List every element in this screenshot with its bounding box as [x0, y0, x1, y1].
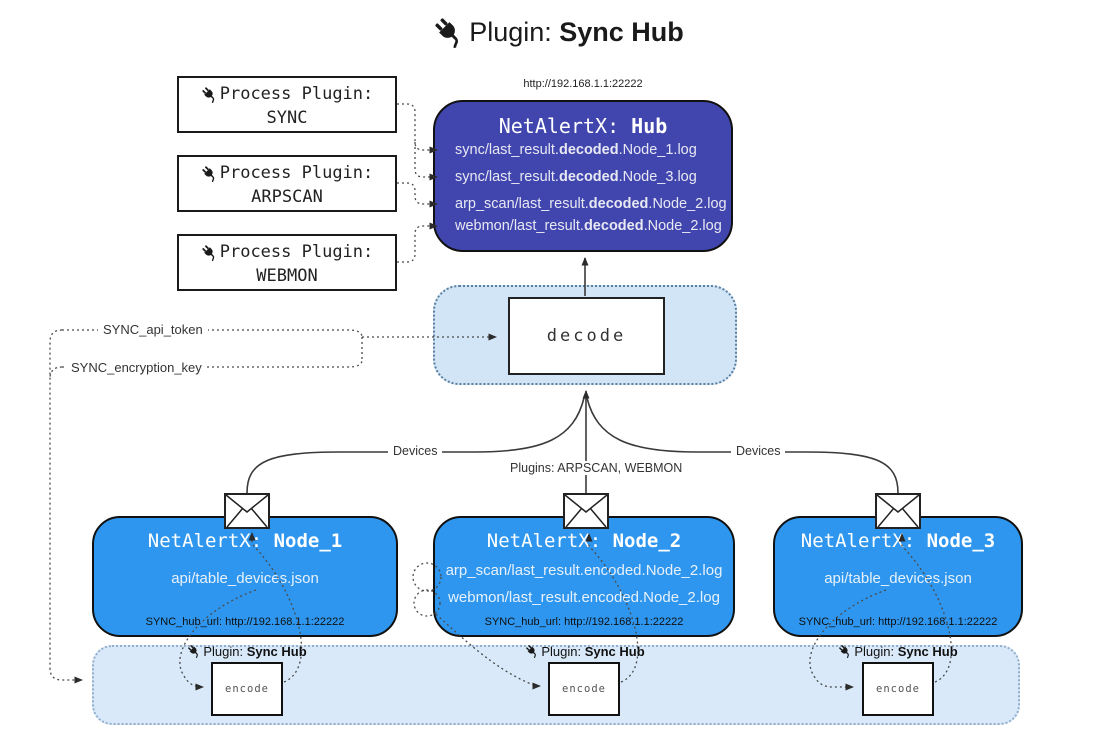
- hub-title: NetAlertX: Hub: [498, 114, 668, 138]
- node-title: NetAlertX: Node_3: [800, 530, 996, 552]
- plug-icon: [526, 645, 537, 659]
- encoder-plugin-label: Plugin: Sync Hub: [157, 644, 337, 659]
- node-title: NetAlertX: Node_2: [486, 530, 682, 552]
- process-plugin-label: Process Plugin:: [219, 84, 374, 104]
- process-plugin-name: WEBMON: [256, 266, 318, 286]
- encoder-plugin-label: Plugin: Sync Hub: [808, 644, 988, 659]
- sync-encryption-key-label: SYNC_encryption_key: [66, 360, 207, 375]
- netalertx-node3-box: NetAlertX: Node_3 api/table_devices.json…: [773, 516, 1023, 637]
- process-plugin-name: SYNC: [266, 108, 308, 128]
- plug-icon: [202, 86, 215, 103]
- devices-right-label: Devices: [731, 444, 786, 458]
- hub-log-line: sync/last_result.decoded.Node_1.log: [455, 142, 697, 158]
- node-file-line: api/table_devices.json: [824, 570, 972, 587]
- sync-hub-url-label: SYNC_hub_url: http://192.168.1.1:22222: [145, 616, 345, 628]
- title-text: Plugin:: [469, 17, 560, 47]
- plug-icon: [435, 18, 459, 49]
- netalertx-hub-box: NetAlertX: Hub sync/last_result.decoded.…: [433, 100, 733, 252]
- devices-left-label: Devices: [388, 444, 443, 458]
- process-plugin-label: Process Plugin:: [219, 163, 374, 183]
- process-plugin-webmon-box: Process Plugin: WEBMON: [177, 234, 397, 291]
- sync-hub-url-label: SYNC_hub_url: http://192.168.1.1:22222: [484, 616, 684, 628]
- node-file-line: webmon/last_result.encoded.Node_2.log: [448, 589, 720, 606]
- title-text-bold: Sync Hub: [559, 17, 684, 47]
- page-title: Plugin: Sync Hub: [0, 16, 1117, 49]
- process-plugin-arpscan-box: Process Plugin: ARPSCAN: [177, 155, 397, 212]
- hub-log-line: arp_scan/last_result.decoded.Node_2.log: [455, 196, 727, 212]
- process-plugin-name: ARPSCAN: [251, 187, 323, 207]
- envelope-icon: [563, 493, 609, 529]
- netalertx-node1-box: NetAlertX: Node_1 api/table_devices.json…: [92, 516, 398, 637]
- envelope-icon: [224, 493, 270, 529]
- sync-hub-url-label: SYNC_hub_url: http://192.168.1.1:22222: [798, 616, 998, 628]
- sync-api-token-label: SYNC_api_token: [98, 322, 208, 337]
- envelope-icon: [875, 493, 921, 529]
- node-title: NetAlertX: Node_1: [147, 530, 343, 552]
- plug-icon: [188, 645, 199, 659]
- plug-icon: [202, 244, 215, 261]
- encoder-plugin-label: Plugin: Sync Hub: [495, 644, 675, 659]
- node-file-line: api/table_devices.json: [171, 570, 319, 587]
- hub-url-label: http://192.168.1.1:22222: [523, 78, 643, 90]
- node-file-line: arp_scan/last_result.encoded.Node_2.log: [445, 562, 723, 579]
- process-plugin-sync-box: Process Plugin: SYNC: [177, 76, 397, 133]
- encode-box: encode: [862, 662, 934, 716]
- netalertx-node2-box: NetAlertX: Node_2 arp_scan/last_result.e…: [433, 516, 735, 637]
- process-plugin-label: Process Plugin:: [219, 242, 374, 262]
- hub-log-line: sync/last_result.decoded.Node_3.log: [455, 169, 697, 185]
- encode-box: encode: [211, 662, 283, 716]
- hub-log-line: webmon/last_result.decoded.Node_2.log: [455, 218, 722, 234]
- plug-icon: [839, 645, 850, 659]
- plugins-edge-label: Plugins: ARPSCAN, WEBMON: [505, 461, 688, 475]
- plug-icon: [202, 165, 215, 182]
- decode-box: decode: [508, 297, 665, 375]
- encode-box: encode: [548, 662, 620, 716]
